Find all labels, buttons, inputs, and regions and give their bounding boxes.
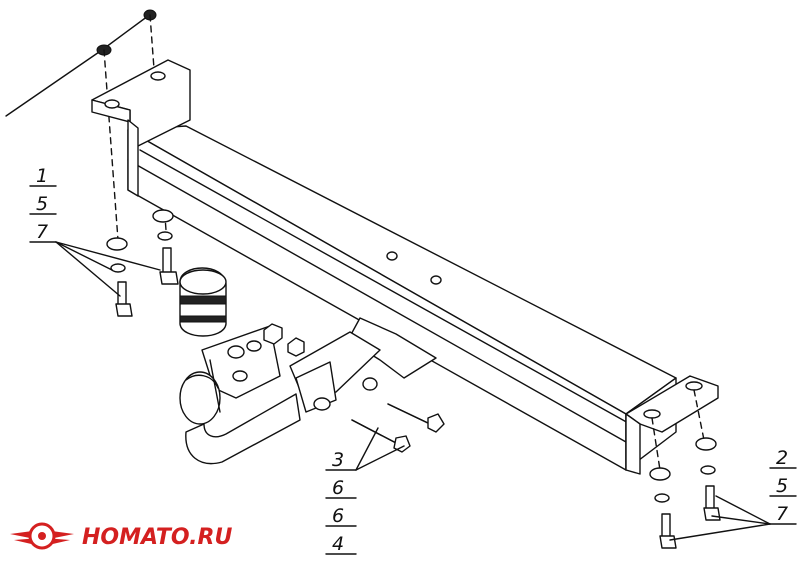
ball-nuts <box>263 323 305 357</box>
left-fasteners <box>106 209 179 317</box>
callout-center-2: 6 <box>332 477 344 499</box>
winged-wheel-logo-icon <box>10 522 74 550</box>
drop-plate <box>289 317 437 413</box>
centre-bolts <box>351 251 445 453</box>
callout-left-3: 7 <box>36 221 48 243</box>
callout-center-3: 6 <box>332 505 344 527</box>
callout-right-3: 7 <box>776 503 788 525</box>
ball-cap <box>179 267 227 337</box>
callout-right-2: 5 <box>776 475 788 497</box>
callout-center: 3 6 6 4 <box>325 427 405 555</box>
callout-center-4: 4 <box>332 533 344 555</box>
brand-logo-text: HOMATO.RU <box>82 525 232 550</box>
callout-center-1: 3 <box>332 449 344 471</box>
right-fasteners <box>649 437 721 549</box>
right-bracket <box>625 375 719 475</box>
tow-ball-arm <box>179 325 301 465</box>
callout-left: 1 5 7 <box>29 165 161 297</box>
callout-right-1: 2 <box>776 447 788 469</box>
left-bracket <box>91 59 191 197</box>
brand-logo: HOMATO.RU <box>10 522 232 550</box>
callout-left-1: 1 <box>36 165 48 187</box>
callout-left-2: 5 <box>36 193 48 215</box>
callout-right: 2 5 7 <box>669 447 797 541</box>
